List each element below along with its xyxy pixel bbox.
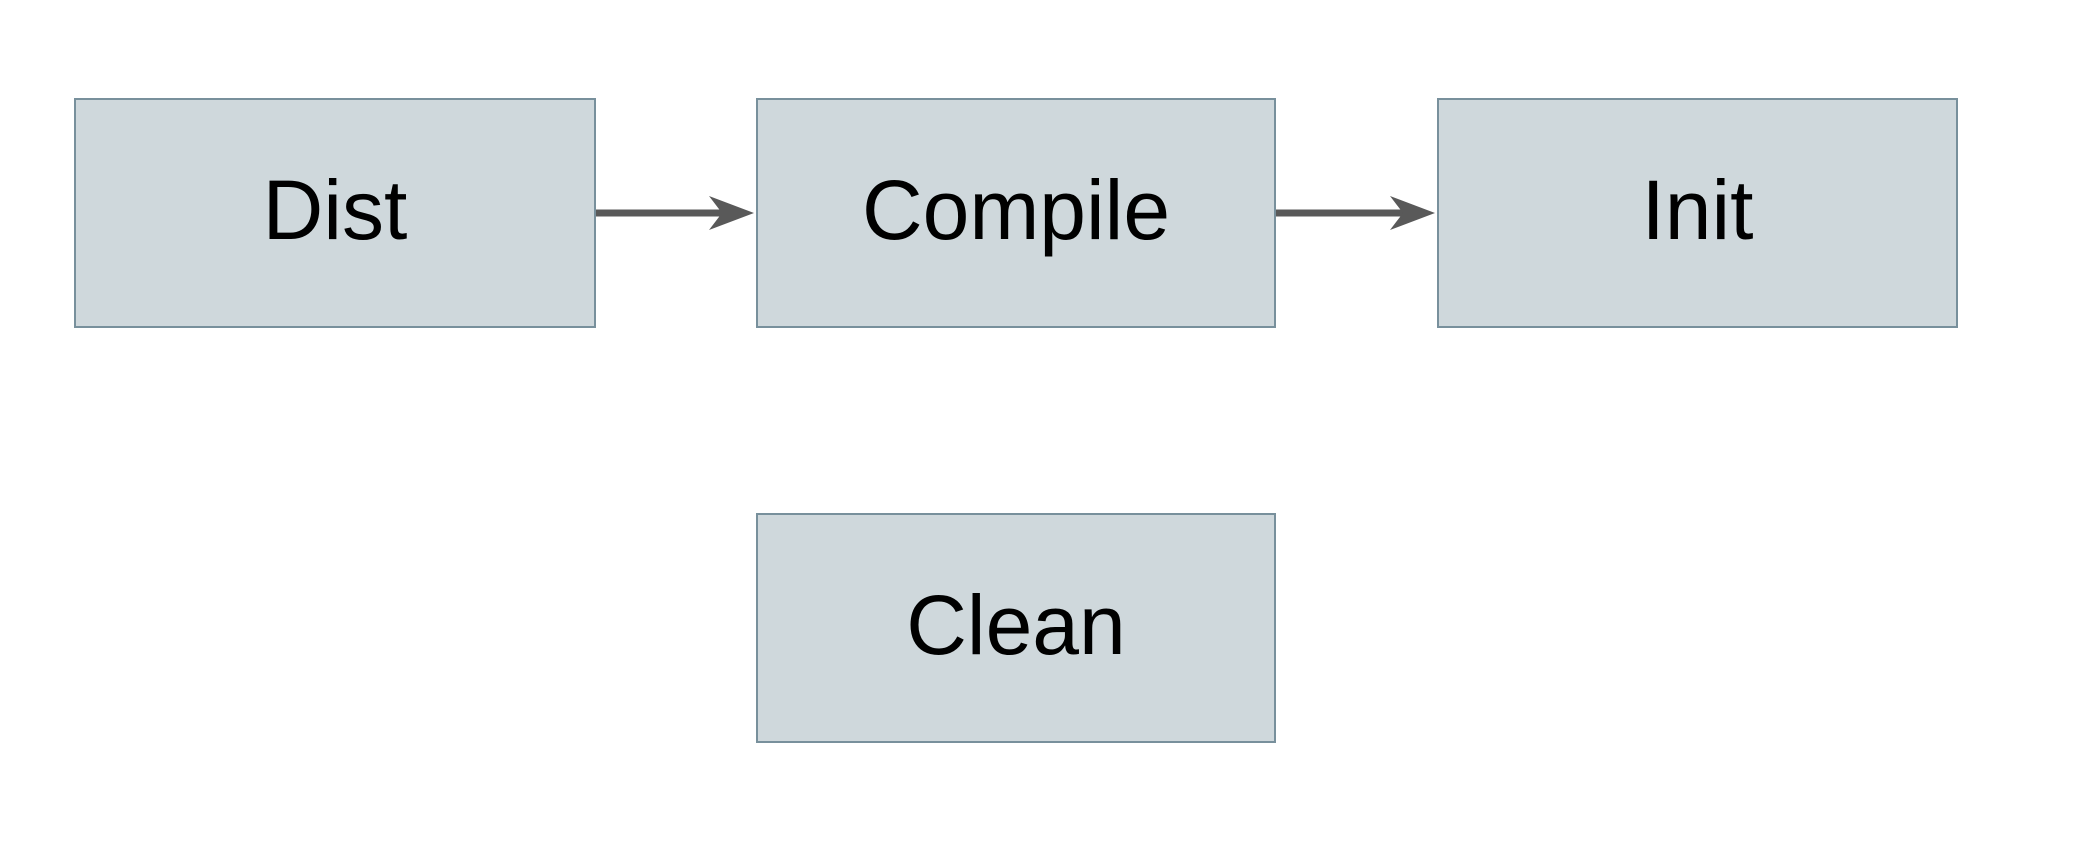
arrowhead-right-icon bbox=[1390, 196, 1435, 230]
connector-compile-to-init[interactable] bbox=[1276, 195, 1435, 231]
node-clean[interactable]: Clean bbox=[756, 513, 1276, 743]
arrowhead-right-icon bbox=[709, 196, 754, 230]
node-init[interactable]: Init bbox=[1437, 98, 1958, 328]
connector-dist-to-compile[interactable] bbox=[596, 195, 754, 231]
node-clean-label: Clean bbox=[906, 578, 1126, 672]
node-compile[interactable]: Compile bbox=[756, 98, 1276, 328]
node-dist-label: Dist bbox=[262, 163, 408, 257]
node-compile-label: Compile bbox=[861, 163, 1171, 257]
node-init-label: Init bbox=[1641, 163, 1754, 257]
node-dist[interactable]: Dist bbox=[74, 98, 596, 328]
